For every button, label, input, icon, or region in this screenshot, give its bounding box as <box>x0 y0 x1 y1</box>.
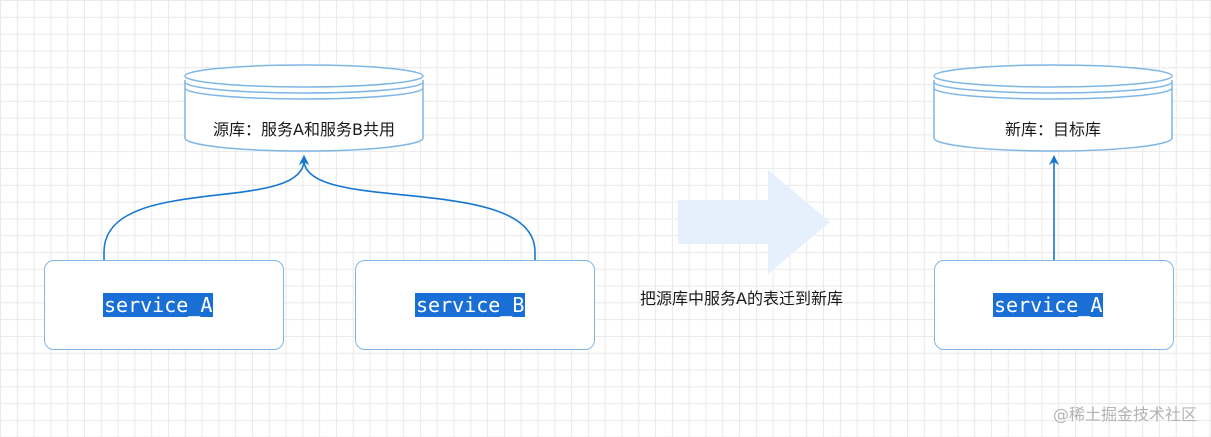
watermark: @稀土掘金技术社区 <box>1052 405 1197 424</box>
migration-arrow-icon <box>678 170 830 274</box>
edge-service-a-to-source <box>103 155 309 260</box>
migration-label: 把源库中服务A的表迁到新库 <box>640 289 843 308</box>
target-db-cylinder <box>933 64 1173 152</box>
service-b-box <box>355 260 595 350</box>
service-a-label: service_A <box>103 293 214 317</box>
service-a-target-label: service_A <box>993 293 1104 317</box>
edge-service-b-to-source <box>299 155 536 260</box>
service-b-label: service_B <box>415 293 526 317</box>
target-db-label: 新库：目标库 <box>1004 120 1101 139</box>
source-db-label: 源库：服务A和服务B共用 <box>213 120 395 139</box>
source-db-cylinder <box>184 64 424 152</box>
